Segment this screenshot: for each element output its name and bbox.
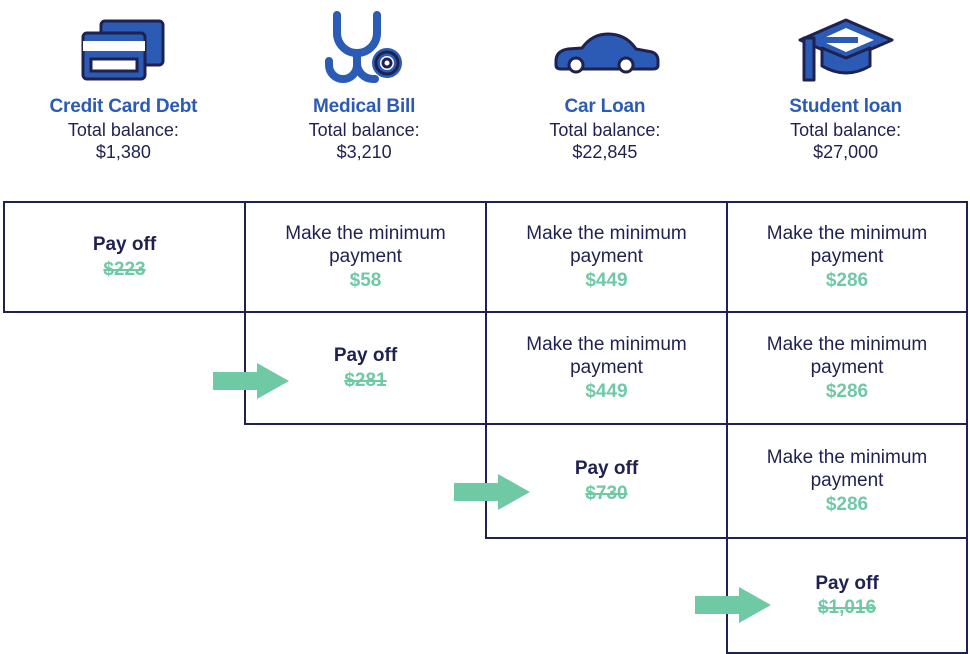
credit-cards-icon: [75, 8, 171, 94]
plan-cell-r1-c4: Make the minimum payment $286: [726, 201, 968, 313]
cell-amount-value: $730: [585, 482, 628, 504]
debt-name: Student loan: [789, 96, 902, 117]
debt-balance-label: Total balance:: [790, 119, 902, 140]
plan-cell-r1-c1: Pay off$223: [3, 201, 246, 313]
cell-action-label: Make the minimum payment: [766, 333, 928, 378]
debt-balance-value: $1,380: [95, 142, 151, 163]
debt-name: Credit Card Debt: [49, 96, 198, 117]
debt-balance-label: Total balance:: [308, 119, 420, 140]
arrow-right-icon: [695, 587, 771, 623]
arrow-right-icon: [454, 474, 530, 510]
cell-amount-value: $58: [349, 270, 382, 292]
arrow-right-icon: [213, 363, 289, 399]
graduation-cap-icon: [796, 8, 896, 94]
debt-balance-label: Total balance:: [549, 119, 661, 140]
cell-action-label: Make the minimum payment: [285, 222, 446, 267]
car-icon: [550, 8, 660, 94]
plan-cell-r2-c4: Make the minimum payment $286: [726, 311, 968, 425]
plan-cell-r3-c4: Make the minimum payment $286: [726, 423, 968, 539]
cell-action-label: Make the minimum payment: [766, 446, 928, 491]
cell-amount-value: $449: [585, 381, 628, 403]
debt-balance-value: $3,210: [336, 142, 392, 163]
plan-cell-r1-c3: Make the minimum payment $449: [485, 201, 728, 313]
cell-amount-value: $1,016: [817, 597, 877, 618]
cell-action-label: Make the minimum payment: [526, 222, 687, 267]
cell-amount-value: $449: [585, 270, 628, 292]
cell-action-label: Make the minimum payment: [526, 333, 687, 378]
plan-cell-r2-c2: Pay off$281: [244, 311, 487, 425]
cell-amount-value: $286: [825, 494, 869, 516]
plan-cell-r3-c3: Pay off$730: [485, 423, 728, 539]
cell-action-label: Make the minimum payment: [766, 222, 928, 267]
cell-amount-value: $286: [825, 381, 869, 403]
debt-balance-value: $22,845: [572, 142, 638, 163]
cell-action-label: Pay off: [333, 345, 398, 367]
plan-cell-r2-c3: Make the minimum payment $449: [485, 311, 728, 425]
plan-cell-r1-c2: Make the minimum payment $58: [244, 201, 487, 313]
debt-name: Medical Bill: [313, 96, 416, 117]
cell-action-label: Pay off: [92, 234, 157, 256]
debt-balance-value: $27,000: [813, 142, 879, 163]
stethoscope-icon: [319, 8, 409, 94]
cell-amount-value: $223: [103, 258, 146, 280]
plan-cell-r4-c4: Pay off $1,016: [726, 537, 968, 654]
cell-action-label: Pay off: [574, 458, 639, 480]
cell-amount-value: $286: [825, 270, 869, 292]
cell-action-label: Pay off: [815, 572, 879, 594]
cell-amount-value: $281: [344, 369, 387, 391]
debt-balance-label: Total balance:: [67, 119, 179, 140]
debt-name: Car Loan: [564, 96, 646, 117]
